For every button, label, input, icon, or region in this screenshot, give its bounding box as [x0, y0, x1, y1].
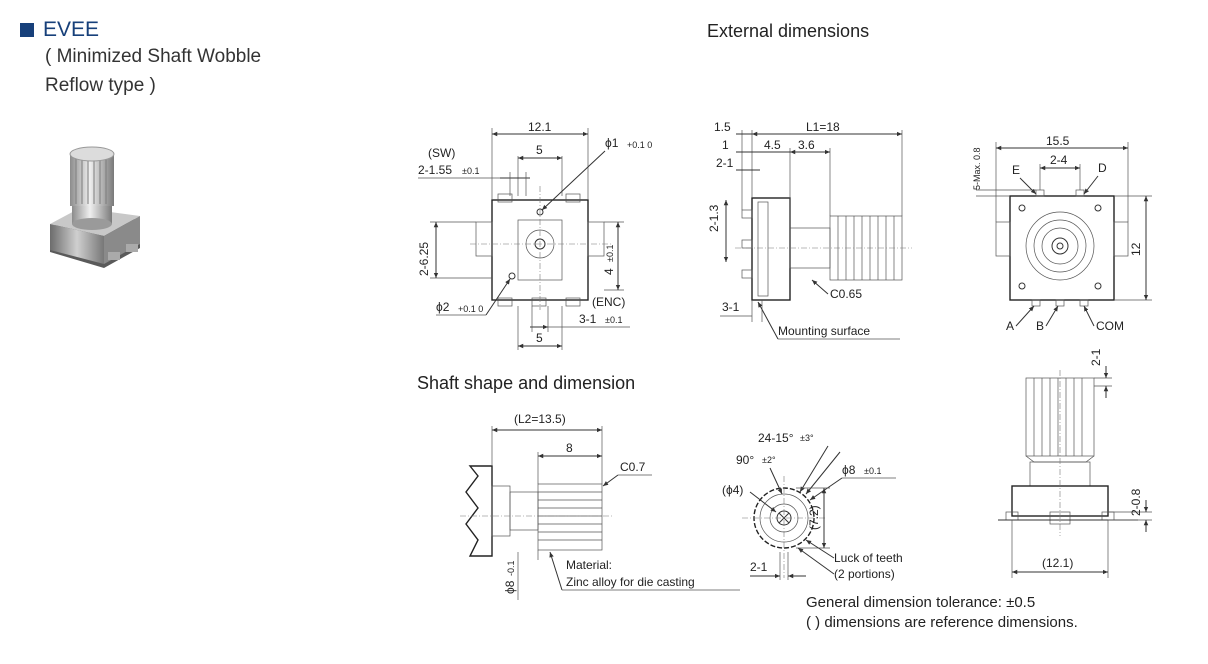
side-view: 1.5 L1=18 1 4.5 3.6 2-1 2-1.3 C0.65 3-1 … — [707, 120, 912, 340]
front-bottom-span-label: 5 — [536, 331, 543, 345]
assembly-width-label: (12.1) — [1042, 556, 1073, 570]
shaft-teeth-label: 24-15° — [758, 431, 794, 445]
shaft-material-label: Material: — [566, 558, 612, 572]
top-b-label: B — [1036, 319, 1044, 333]
front-phi1-tol: +0.1 0 — [627, 140, 652, 150]
top-height-label: 12 — [1129, 242, 1143, 256]
front-enc-pitch-tol: ±0.1 — [605, 315, 622, 325]
side-d21-label: 2-1 — [716, 156, 734, 170]
front-sw-span-label: 5 — [536, 143, 543, 157]
side-d36-label: 3.6 — [798, 138, 815, 152]
shaft-side-view: (L2=13.5) 8 C0.7 ϕ8 -0.1 Material: Zinc … — [460, 412, 740, 600]
front-phi2-tol: +0.1 0 — [458, 304, 483, 314]
side-d45-label: 4.5 — [764, 138, 781, 152]
front-right-dim-tol: ±0.1 — [605, 245, 615, 262]
assembly-d208-label: 2-0.8 — [1129, 488, 1143, 516]
top-width-label: 15.5 — [1046, 134, 1070, 148]
shaft-dia-label: ϕ8 — [503, 580, 517, 594]
product-photo — [50, 146, 140, 268]
external-dimensions-title: External dimensions — [707, 21, 869, 41]
top-com-label: COM — [1096, 319, 1124, 333]
top-view: 15.5 2-4 5-Max. 0.8 12 E D A B COM — [972, 134, 1152, 333]
shaft-d72-label: (7.2) — [807, 505, 821, 530]
product-subtitle: ( Minimized Shaft Wobble Reflow type ) — [45, 42, 261, 100]
front-width-label: 12.1 — [528, 120, 552, 134]
front-sw-pitch-tol: ±0.1 — [462, 166, 479, 176]
assembly-side-view: 2-1 2-0.8 (12.1) — [998, 348, 1152, 578]
side-mounting-label: Mounting surface — [778, 324, 870, 338]
shaft-dia-tol: -0.1 — [506, 560, 516, 576]
shaft-angle-label: 90° — [736, 453, 754, 467]
shaft-angle-tol: ±2° — [762, 455, 776, 465]
top-pitch-label: 2-4 — [1050, 153, 1068, 167]
front-enc-label: (ENC) — [592, 295, 625, 309]
front-enc-pitch-label: 3-1 — [579, 312, 597, 326]
shaft-knurl-label: 8 — [566, 441, 573, 455]
side-l1-label: L1=18 — [806, 120, 840, 134]
shaft-phi4-label: (ϕ4) — [722, 483, 743, 497]
top-d-label: D — [1098, 161, 1107, 175]
side-d1-label: 1 — [722, 138, 729, 152]
front-left-dim-label: 2-6.25 — [417, 242, 431, 276]
shaft-teeth-tol: ±3° — [800, 433, 814, 443]
shaft-luck-label: Luck of teeth — [834, 551, 903, 565]
header-square-icon — [20, 23, 34, 37]
tolerance-note: General dimension tolerance: ±0.5 — [806, 594, 1035, 611]
front-view: 12.1 5 (SW) 2-1.55 ±0.1 ϕ1 +0.1 0 2-6.25… — [417, 120, 652, 350]
shaft-end-view: 24-15° ±3° 90° ±2° (ϕ4) ϕ8 ±0.1 (7.2) 2-… — [722, 431, 903, 581]
product-title: EVEE — [43, 18, 100, 41]
front-right-dim-label: 4 — [602, 268, 616, 275]
subtitle-line-1: ( Minimized Shaft Wobble — [45, 46, 262, 67]
shaft-l2-label: (L2=13.5) — [514, 412, 566, 426]
front-sw-label: (SW) — [428, 146, 455, 160]
side-d15-label: 1.5 — [714, 120, 731, 134]
top-e-label: E — [1012, 163, 1020, 177]
top-a-label: A — [1006, 319, 1014, 333]
subtitle-line-2: Reflow type ) — [45, 75, 156, 96]
side-d31-label: 3-1 — [722, 300, 740, 314]
shaft-end-d21-label: 2-1 — [750, 560, 768, 574]
side-c065-label: C0.65 — [830, 287, 862, 301]
shaft-material-value: Zinc alloy for die casting — [566, 575, 695, 589]
shaft-phi8-label: ϕ8 — [842, 463, 856, 477]
front-phi2-label: ϕ2 — [436, 300, 450, 314]
shaft-portions-label: (2 portions) — [834, 567, 895, 581]
front-sw-pitch-label: 2-1.55 — [418, 163, 452, 177]
shaft-shape-title: Shaft shape and dimension — [417, 373, 635, 393]
assembly-d21-label: 2-1 — [1089, 348, 1103, 366]
top-max-label: 5-Max. 0.8 — [972, 147, 982, 190]
side-d213-label: 2-1.3 — [707, 204, 721, 232]
front-phi1-label: ϕ1 — [605, 136, 619, 150]
reference-note: ( ) dimensions are reference dimensions. — [806, 614, 1078, 631]
shaft-phi8-tol: ±0.1 — [864, 466, 881, 476]
shaft-c07-label: C0.7 — [620, 460, 646, 474]
product-header: EVEE ( Minimized Shaft Wobble Reflow typ… — [20, 18, 261, 100]
